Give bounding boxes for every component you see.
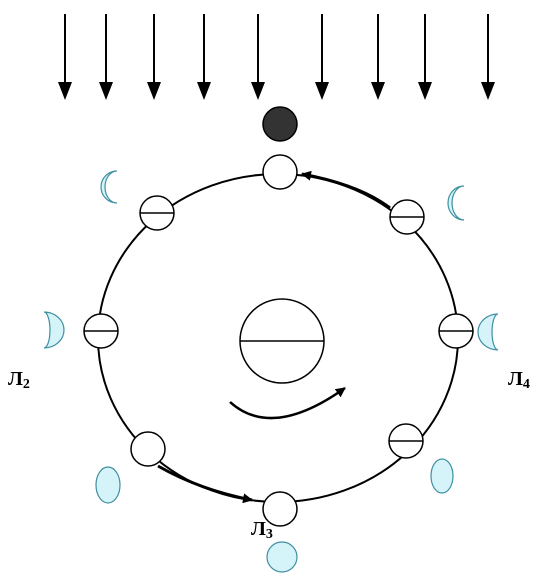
earth-icon [239, 298, 325, 384]
orbit-arrow-bottom-icon [157, 464, 253, 504]
moon-upper-right-icon [389, 199, 425, 235]
crescent-upper-right-icon [447, 185, 465, 221]
orbit-arrow-top-icon [301, 170, 391, 210]
arrow-down-icon [481, 14, 495, 100]
label-l3: Л3 [251, 518, 273, 542]
gibbous-lower-left-icon [95, 466, 121, 504]
crescent-upper-left-icon [100, 170, 118, 204]
label-l4: Л4 [508, 368, 530, 392]
half-moon-left-icon [43, 311, 65, 349]
arrow-down-icon [147, 14, 161, 100]
moon-lower-right-icon [388, 423, 424, 459]
gibbous-lower-right-icon [430, 458, 454, 494]
orbit-moons [83, 154, 474, 527]
arrow-down-icon [371, 14, 385, 100]
arrow-down-icon [197, 14, 211, 100]
moon-right-icon [438, 313, 474, 349]
half-moon-right-icon [477, 313, 499, 351]
dark-body-icon [262, 106, 298, 142]
full-moon-bottom-icon [266, 541, 298, 573]
arrow-down-icon [58, 14, 72, 100]
rotation-arrow-icon [229, 386, 346, 420]
arrow-down-icon [251, 14, 265, 100]
arrow-down-icon [418, 14, 432, 100]
label-l2: Л2 [8, 368, 30, 392]
moon-left-icon [83, 313, 119, 349]
sunlight-arrows [58, 14, 495, 100]
moon-phases [43, 170, 499, 573]
moon-bottom-icon [262, 491, 298, 527]
arrow-down-icon [99, 14, 113, 100]
moon-lower-left-icon [130, 431, 166, 467]
arrow-down-icon [315, 14, 329, 100]
moon-top-icon [262, 154, 298, 190]
moon-upper-left-icon [139, 195, 175, 231]
